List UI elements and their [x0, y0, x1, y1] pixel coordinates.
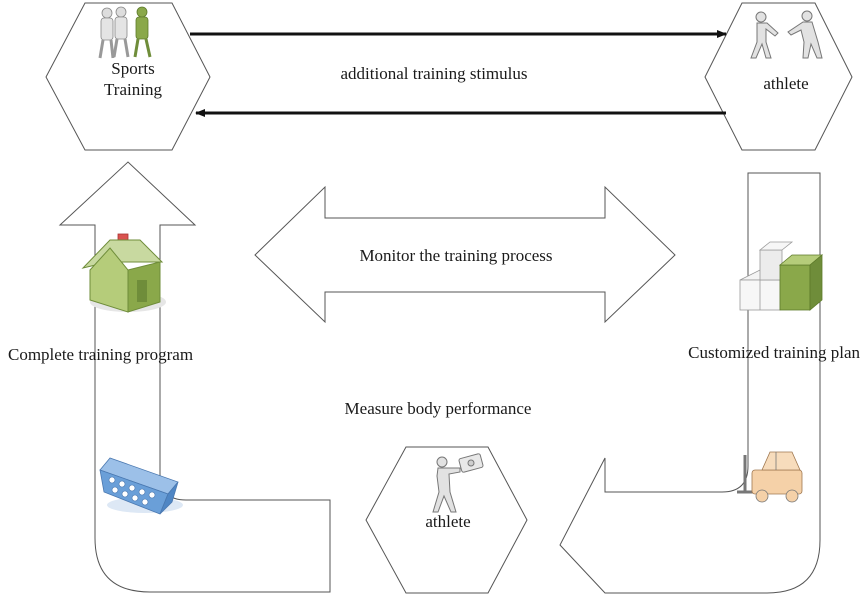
- customized-plan-label: Customized training plan: [688, 343, 860, 362]
- measure-performance-label: Measure body performance: [345, 399, 532, 418]
- athlete-top-label: athlete: [763, 74, 808, 93]
- athlete-bottom-label: athlete: [425, 512, 470, 531]
- sports-training-label-line2: Training: [104, 80, 162, 99]
- complete-program-label: Complete training program: [8, 345, 193, 364]
- person-carrying-icon: [432, 453, 484, 513]
- stimulus-label: additional training stimulus: [341, 64, 528, 83]
- handshake-people-icon: [750, 10, 823, 59]
- monitor-double-arrow: [254, 185, 676, 324]
- athlete-bottom-hexagon: [365, 446, 528, 594]
- house-icon: [81, 233, 166, 313]
- forklift-icon: [737, 451, 803, 503]
- boxes-icon: [739, 241, 824, 311]
- monitor-label: Monitor the training process: [359, 246, 552, 265]
- sports-training-label-line1: Sports: [111, 59, 154, 78]
- blue-block-icon: [99, 457, 183, 515]
- sports-training-hexagon: [45, 2, 211, 151]
- people-group-icon: [98, 6, 152, 59]
